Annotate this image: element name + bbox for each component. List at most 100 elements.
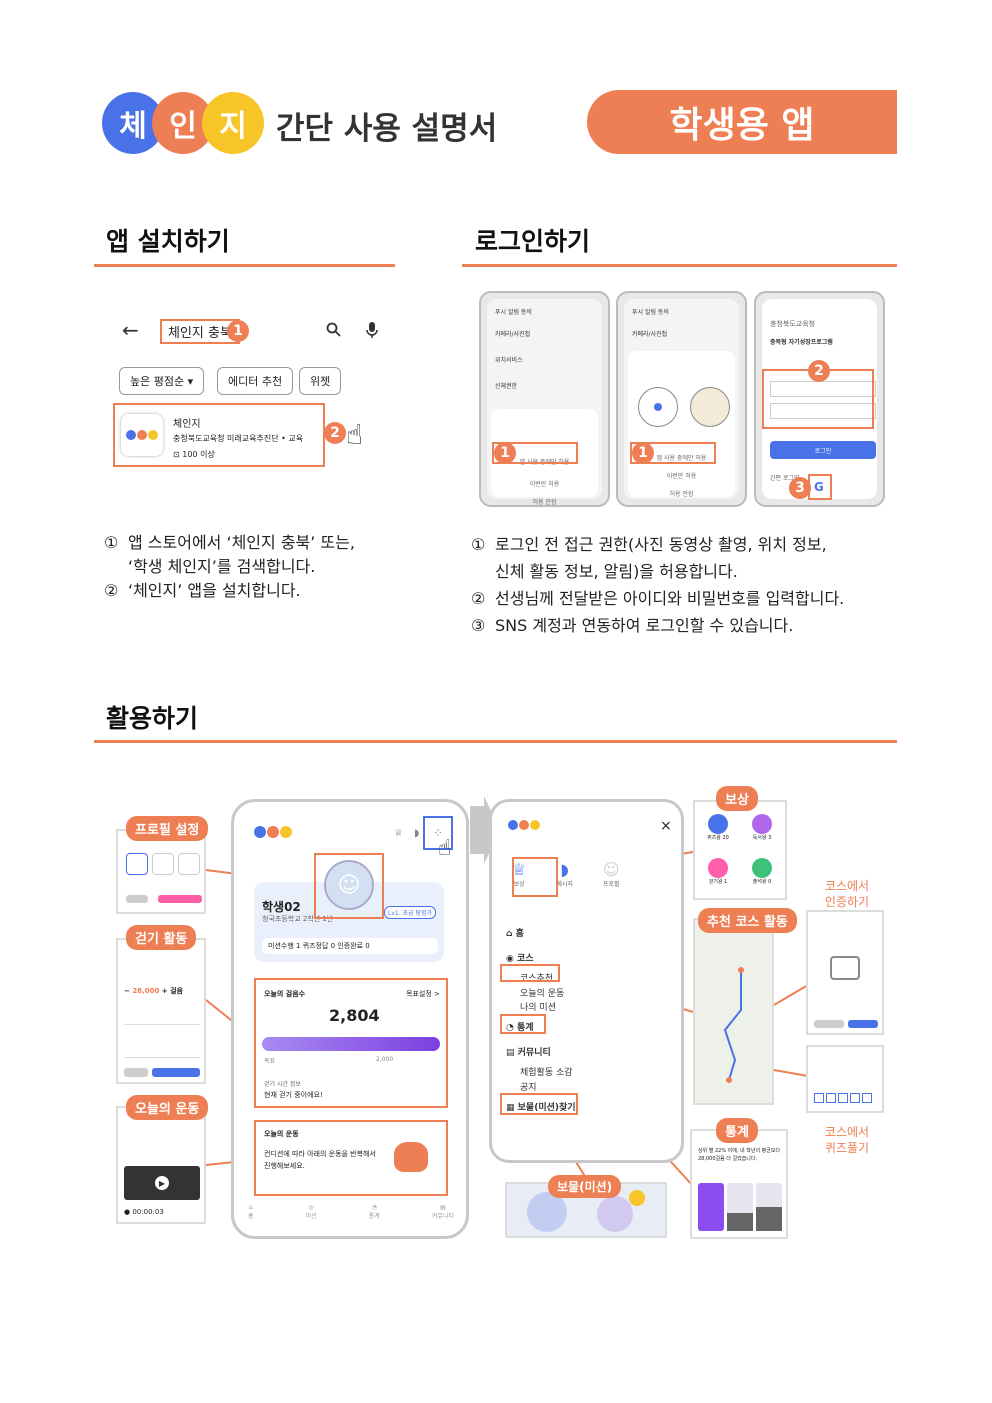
chip-widget[interactable]: 위젯	[299, 367, 342, 395]
exercise-highlight	[254, 1120, 448, 1196]
reward-highlight	[512, 857, 558, 897]
course-rec-highlight	[500, 964, 560, 982]
app-downloads: ⊡ 100 이상	[173, 450, 215, 459]
reward-thumb: 퀴즈왕 20 독서왕 3 걷기왕 1 출석왕 0	[693, 800, 787, 900]
allow-highlight-2	[630, 442, 716, 464]
login-step-2: 2	[808, 360, 830, 382]
nav-stats[interactable]: ◔통계	[368, 1204, 380, 1220]
avatar[interactable]: ☺	[324, 860, 374, 910]
menu-reward[interactable]: ♕보상	[512, 860, 527, 888]
login-step-1b: 1	[632, 442, 654, 464]
main-phone: ♕ ◗ 학생02 청국초등학교 2학년 1반 Lv1. 초급 탐험가 미션수행 …	[231, 799, 469, 1239]
exercise-label: 오늘의 운동	[264, 1130, 299, 1138]
menu-course[interactable]: ◉ 코스	[506, 954, 534, 964]
login-rule	[462, 264, 897, 267]
search-icon[interactable]	[326, 322, 342, 342]
menu-treasure[interactable]: ▦ 보물(미션)찾기	[506, 1103, 576, 1113]
walk-status-label: 걷기 시간 정보	[264, 1081, 301, 1088]
step-badge-1: 1	[227, 320, 249, 342]
tag-reward: 보상	[716, 786, 758, 811]
student-name: 학생02	[262, 900, 301, 914]
cert-thumb	[806, 910, 884, 1035]
login-step-3: 3	[789, 477, 811, 499]
app-icon	[121, 414, 163, 456]
exercise-text: 컨디션에 따라 아래의 운동을 반복해서 진행해보세요.	[264, 1150, 376, 1170]
tap-hand-icon: ☝	[346, 418, 364, 451]
steps-count: 2,804	[329, 1006, 380, 1025]
menu-course-rec[interactable]: 코스추천	[520, 974, 554, 984]
chip-rating-label: 높은 평점순	[130, 375, 185, 388]
nav-community[interactable]: ▤커뮤니티	[431, 1204, 454, 1220]
stats-menu-highlight	[500, 1014, 546, 1034]
back-arrow-icon[interactable]: ←	[122, 318, 139, 342]
tag-treasure: 보물(미션)	[548, 1175, 622, 1198]
tap-hand-icon-2: ☝	[438, 836, 452, 861]
menu-stats[interactable]: ◔ 통계	[506, 1023, 534, 1033]
nav-mission[interactable]: ◎미션	[305, 1204, 317, 1220]
video-time: ● 00:00:03	[124, 1208, 164, 1216]
use-title: 활용하기	[106, 704, 199, 733]
steps-label: 오늘의 걸음수	[264, 990, 306, 998]
bell-icon[interactable]: ◗	[414, 828, 420, 839]
tag-exercise: 오늘의 운동	[126, 1095, 209, 1120]
nav-home[interactable]: ⌂홈	[248, 1204, 254, 1220]
profile-thumb	[116, 829, 206, 914]
steps-highlight	[254, 978, 448, 1108]
stats-row: 미션수행 1 퀴즈정답 0 인증완료 0	[262, 938, 438, 954]
menu-icon[interactable]: ⁘	[423, 816, 453, 850]
menu-home[interactable]: ⌂ 홈	[506, 929, 524, 939]
step-badge-2: 2	[324, 422, 346, 444]
tag-profile: 프로필 설정	[126, 816, 209, 841]
stats-text: 상위 별 22% 이에, 내 학년의 평균보다 28,000걸음 더 걸었습니다…	[698, 1148, 781, 1162]
permission-screen-2: 푸시 알림 동의 카메라/사진첩 앱 사용 중에만 허용 이번만 허용 허용 안…	[616, 291, 747, 507]
exercise-character	[394, 1142, 428, 1172]
bottom-nav: ⌂홈 ◎미션 ◔통계 ▤커뮤니티	[248, 1204, 454, 1220]
menu-message[interactable]: ◗메시지	[556, 860, 573, 888]
menu-community[interactable]: ▤ 커뮤니티	[506, 1048, 551, 1058]
stats-thumb: 상위 별 22% 이에, 내 학년의 평균보다 28,000걸음 더 걸었습니다…	[690, 1129, 788, 1239]
quiz-thumb	[806, 1045, 884, 1113]
note-course-cert: 코스에서 인증하기	[824, 879, 870, 909]
course-map	[693, 918, 774, 1105]
exercise-thumb: ▶ ● 00:00:03	[116, 1106, 206, 1224]
walk-thumb: − 28,000 + 걸음	[116, 938, 206, 1084]
mic-icon[interactable]	[366, 322, 378, 343]
steps-progress	[262, 1037, 440, 1051]
menu-my-mission[interactable]: 나의 미션	[520, 1003, 556, 1013]
tag-walk: 걷기 활동	[126, 925, 197, 950]
menu-today-ex[interactable]: 오늘의 운동	[520, 989, 565, 999]
use-rule	[94, 740, 897, 743]
login-step-1a: 1	[494, 442, 516, 464]
app-publisher: 충청북도교육청 미래교육추진단 • 교육	[173, 434, 304, 443]
tag-course: 추천 코스 활동	[698, 908, 797, 933]
goal-setting[interactable]: 목표설정 >	[406, 990, 440, 998]
chip-rating[interactable]: 높은 평점순 ▾	[119, 367, 205, 395]
tag-stats: 통계	[716, 1118, 758, 1143]
menu-experience[interactable]: 체험활동 소감	[520, 1068, 573, 1078]
google-icon[interactable]: G	[814, 480, 824, 494]
student-school: 청국초등학교 2학년 1반	[262, 915, 334, 923]
chip-editor[interactable]: 에디터 추천	[217, 367, 294, 395]
login-screen: 충청북도교육청 충북형 자기성장프로그램 로그인 간편 로그인	[754, 291, 885, 507]
app-name: 체인지	[173, 419, 201, 430]
allow-highlight-1	[492, 442, 578, 464]
goal-max: 2,000	[376, 1056, 394, 1063]
walk-status: 현재 걷기 중이에요!	[264, 1091, 323, 1099]
menu-profile[interactable]: ☺프로필	[602, 860, 620, 888]
install-title: 앱 설치하기	[106, 227, 230, 256]
permission-screen-1: 푸시 알림 동의 카메라/사진첩 위치서비스 신체권한 앱 사용 중에만 허용 …	[479, 291, 610, 507]
treasure-highlight	[500, 1093, 578, 1115]
level-badge: Lv1. 초급 탐험가	[384, 906, 437, 919]
doc-title: 간단 사용 설명서	[276, 111, 498, 147]
note-course-quiz: 코스에서 퀴즈풀기	[824, 1125, 870, 1155]
install-rule	[94, 264, 395, 267]
goal-min: 목표	[264, 1058, 276, 1065]
login-title: 로그인하기	[475, 227, 591, 256]
student-app-badge: 학생용 앱	[587, 90, 897, 154]
menu-notice[interactable]: 공지	[520, 1083, 537, 1093]
logo-char-3: 지	[202, 92, 264, 154]
trophy-icon[interactable]: ♕	[394, 828, 403, 839]
close-icon[interactable]: ×	[660, 818, 672, 834]
